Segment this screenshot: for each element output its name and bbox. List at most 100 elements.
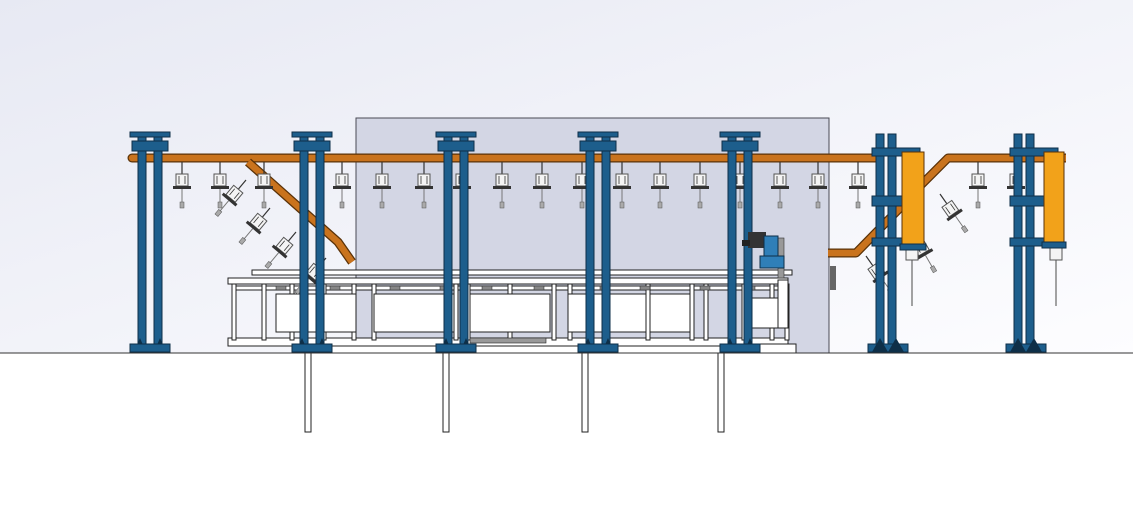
drive-motor xyxy=(742,232,785,279)
hanger-detail xyxy=(279,240,286,248)
rim-clamp xyxy=(275,285,287,291)
hanger-base xyxy=(946,208,963,222)
hanger-body xyxy=(375,173,389,187)
tank-base-rail-lower xyxy=(295,345,727,354)
tank-frame-post xyxy=(703,283,709,341)
hanger-base xyxy=(255,186,273,189)
hanger-tip xyxy=(179,201,185,209)
ground-plane xyxy=(0,353,1133,516)
hanger-body xyxy=(495,173,509,187)
rail-left-drop xyxy=(245,159,355,264)
column-leg-left xyxy=(137,135,147,351)
hanger-body xyxy=(693,173,707,187)
hanger-base xyxy=(809,186,827,189)
hanger-base xyxy=(533,186,551,189)
rim-clamp xyxy=(639,285,651,291)
tank-compartment xyxy=(649,293,691,333)
hanger-body xyxy=(175,173,189,187)
column-leg-left xyxy=(585,135,595,351)
carrier-hanger xyxy=(493,162,511,209)
column-leg-right xyxy=(315,135,325,351)
carrier-hanger xyxy=(849,162,867,209)
column-base-plate xyxy=(291,343,333,353)
support-column-pair xyxy=(867,133,921,353)
orange-block-base xyxy=(899,243,927,251)
carrier-hanger xyxy=(691,162,709,209)
carrier-hanger xyxy=(613,162,631,209)
hanger-base xyxy=(691,186,709,189)
column-top-bracket xyxy=(721,140,759,152)
long-hook-body xyxy=(1049,247,1063,261)
hanger-tip xyxy=(264,261,273,269)
hanger-tip xyxy=(539,201,545,209)
hanger-tip xyxy=(499,201,505,209)
hanger-tip xyxy=(697,201,703,209)
orange-guard-block xyxy=(1043,151,1065,247)
motor-body xyxy=(759,255,785,269)
hanger-base xyxy=(969,186,987,189)
carrier-hanger xyxy=(214,179,247,217)
rim-clamp xyxy=(699,285,711,291)
tank-frame-post xyxy=(453,283,459,341)
column-leg-left xyxy=(443,135,453,351)
hanger-body xyxy=(213,173,227,187)
column-foot xyxy=(1026,338,1042,352)
tank-leg xyxy=(717,351,725,433)
hanger-tip xyxy=(815,201,821,209)
hanger-body xyxy=(971,173,985,187)
column-cap xyxy=(129,131,171,138)
column-base-plate xyxy=(577,343,619,353)
orange-guard-block xyxy=(901,151,925,249)
hanger-base xyxy=(333,186,351,189)
hanger-body xyxy=(941,199,960,218)
column-leg-right xyxy=(601,135,611,351)
hanger-tip xyxy=(929,265,938,274)
carrier-hanger xyxy=(415,162,433,209)
hanger-tip xyxy=(421,201,427,209)
hanger-body xyxy=(249,212,268,231)
tank-frame-post xyxy=(689,283,695,341)
side-hook xyxy=(830,266,836,290)
hanger-body xyxy=(773,173,787,187)
column-cap xyxy=(435,131,477,138)
tank-leg xyxy=(442,351,450,433)
hanger-detail xyxy=(229,188,236,196)
orange-guard-blocks xyxy=(899,151,1067,251)
rim-clamp xyxy=(329,285,341,291)
hanger-body xyxy=(417,173,431,187)
hanger-tip xyxy=(855,201,861,209)
hanger-base xyxy=(271,244,288,259)
tank-top-rail-inner xyxy=(231,285,783,291)
hanger-base xyxy=(573,186,591,189)
motor-gearbox xyxy=(748,232,766,248)
hanger-tip xyxy=(261,201,267,209)
tank-top-rim xyxy=(251,269,793,276)
carrier-hangers xyxy=(173,162,1063,306)
tank-frame-post xyxy=(551,283,557,341)
process-tank-frame xyxy=(227,269,797,433)
hanger-base xyxy=(771,186,789,189)
hanger-tip xyxy=(777,201,783,209)
hanger-detail xyxy=(950,203,956,211)
column-top-bracket xyxy=(293,140,331,152)
hanger-tip xyxy=(619,201,625,209)
tank-compartment xyxy=(373,293,455,333)
column-leg-right xyxy=(459,135,469,351)
hanger-tip xyxy=(657,201,663,209)
column-base-plate xyxy=(435,343,477,353)
carrier-hanger xyxy=(238,207,271,245)
hanger-body xyxy=(535,173,549,187)
hanger-tip xyxy=(975,201,981,209)
column-cap xyxy=(719,131,761,138)
hanger-body xyxy=(851,173,865,187)
hanger-hook xyxy=(955,215,964,228)
hanger-base xyxy=(651,186,669,189)
hanger-body xyxy=(811,173,825,187)
carrier-hanger xyxy=(211,162,229,209)
column-top-bracket xyxy=(579,140,617,152)
hanger-hook xyxy=(219,200,230,211)
support-column xyxy=(577,131,619,353)
tank-frame-post xyxy=(231,283,237,341)
